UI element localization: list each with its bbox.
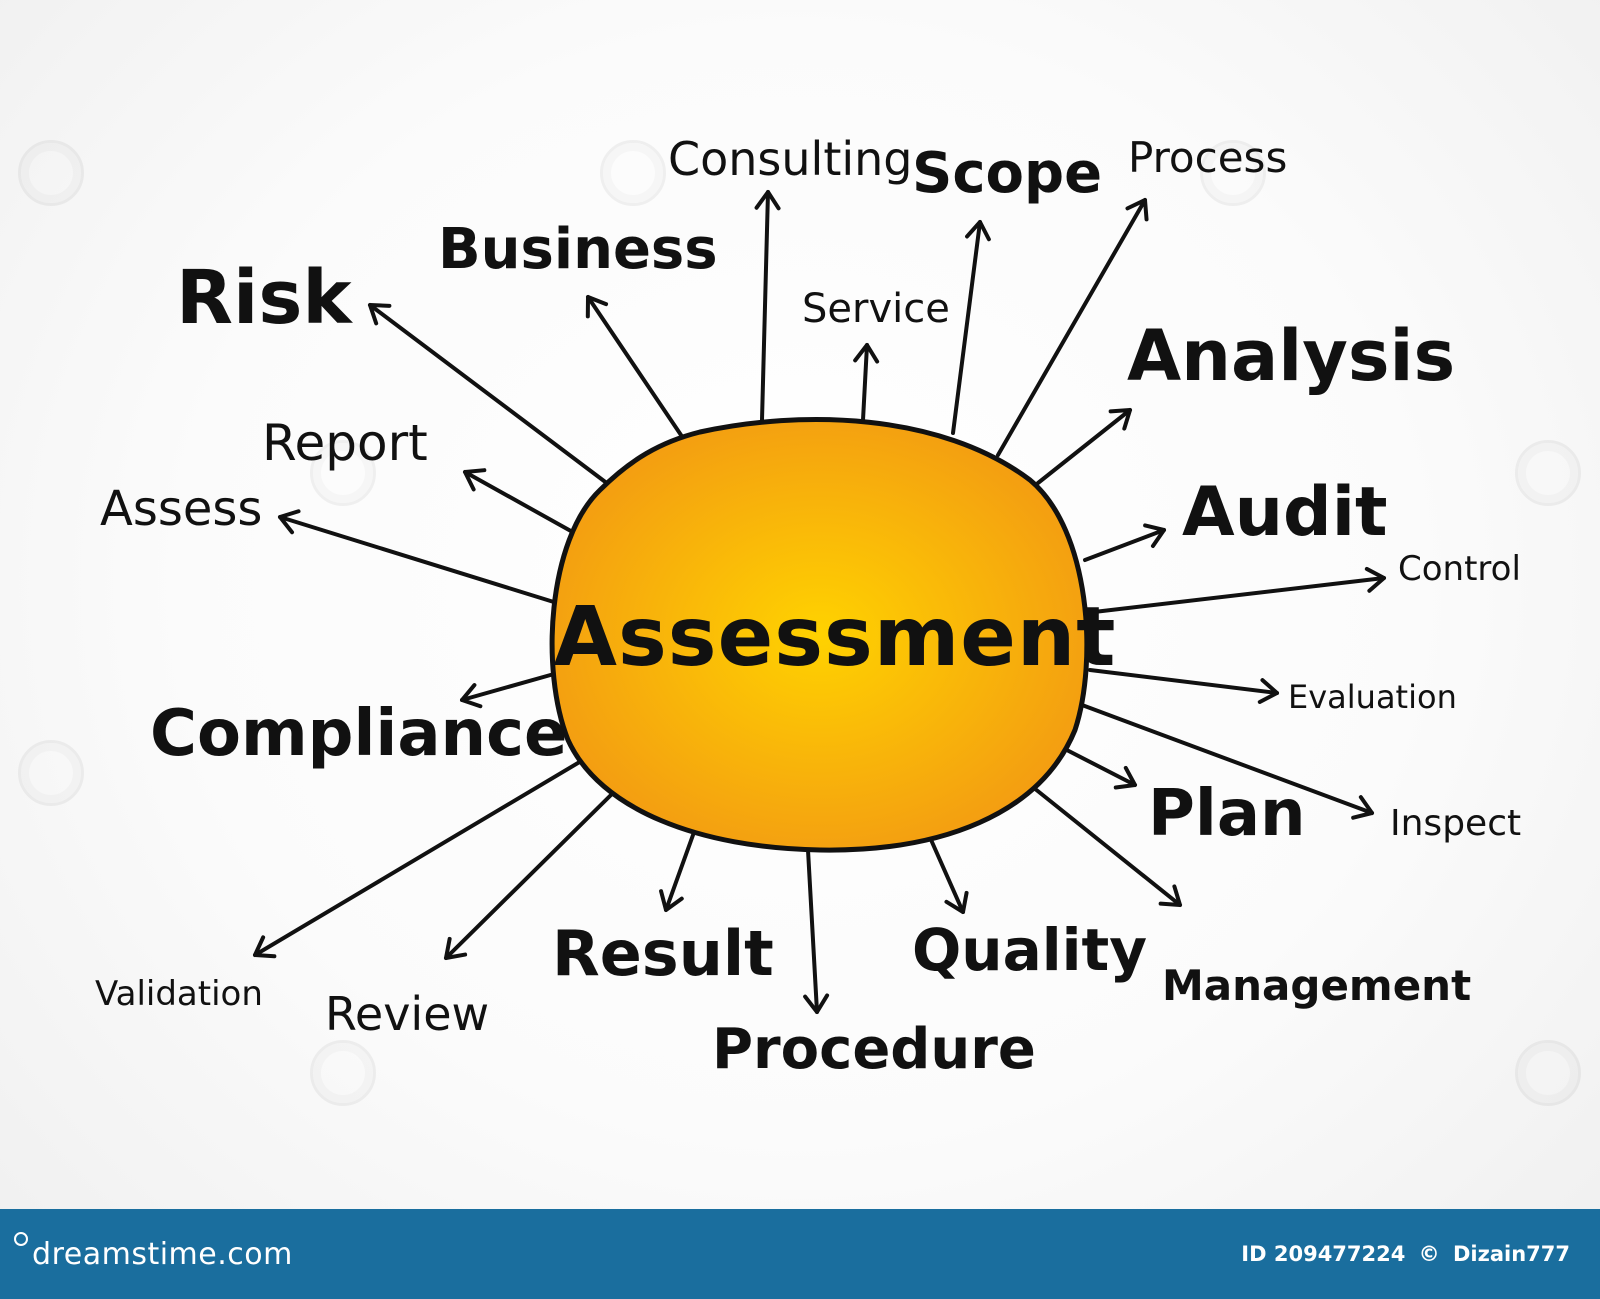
term-report: Report	[262, 414, 428, 472]
arrow-process	[996, 198, 1149, 457]
arrow-compliance	[460, 672, 556, 709]
arrow-consulting	[754, 190, 781, 422]
arrow-audit	[1083, 523, 1166, 562]
central-hub: Assessment	[549, 417, 1117, 853]
arrow-quality	[926, 831, 969, 914]
brand-logo[interactable]: dreamstime.com	[14, 1231, 293, 1272]
author-name[interactable]: Dizain777	[1452, 1242, 1570, 1266]
arrow-procedure	[803, 848, 830, 1014]
copyright-icon: ©	[1418, 1242, 1440, 1266]
brand-text: dreamstime.com	[32, 1236, 293, 1272]
watermark-logo	[18, 140, 84, 206]
term-management: Management	[1162, 961, 1471, 1010]
arrow-service	[853, 343, 880, 422]
term-assess: Assess	[100, 481, 262, 537]
watermark-logo	[1200, 140, 1266, 206]
hub-label: Assessment	[554, 590, 1117, 685]
mind-map: Assessment Risk Business Consulting Scop…	[95, 132, 1521, 1082]
arrow-review	[444, 788, 618, 960]
arrow-scope	[951, 220, 991, 435]
watermark-logo	[310, 440, 376, 506]
watermark-logo	[1515, 440, 1581, 506]
term-risk: Risk	[176, 255, 353, 341]
watermark-logo	[600, 140, 666, 206]
stock-footer-bar: dreamstime.com ID 209477224 © Dizain777	[0, 1209, 1600, 1299]
term-quality: Quality	[912, 916, 1147, 984]
arrow-risk	[368, 303, 614, 489]
term-inspect: Inspect	[1390, 803, 1521, 844]
arrow-evaluation	[1088, 668, 1279, 704]
arrow-result	[659, 833, 695, 912]
term-review: Review	[325, 987, 489, 1041]
arrow-validation	[253, 755, 590, 959]
term-consulting: Consulting	[668, 132, 913, 186]
term-validation: Validation	[95, 974, 263, 1014]
term-analysis: Analysis	[1127, 315, 1455, 397]
term-compliance: Compliance	[150, 697, 567, 771]
swirl-logo-icon	[14, 1231, 28, 1246]
term-process: Process	[1128, 133, 1287, 182]
image-credit: ID 209477224 © Dizain777	[1235, 1242, 1570, 1266]
arrow-inspect	[1080, 703, 1374, 820]
term-evaluation: Evaluation	[1288, 678, 1457, 716]
arrow-report	[463, 468, 580, 537]
term-result: Result	[552, 917, 774, 990]
watermark-logo	[1515, 1040, 1581, 1106]
watermark-logo	[18, 740, 84, 806]
term-plan: Plan	[1148, 777, 1306, 851]
arrow-analysis	[1036, 408, 1132, 485]
arrow-assess	[278, 509, 559, 605]
connector-arrows	[253, 190, 1386, 1014]
image-id: ID 209477224	[1241, 1242, 1406, 1266]
term-service: Service	[802, 286, 950, 332]
term-business: Business	[438, 217, 718, 282]
term-control: Control	[1398, 549, 1521, 589]
hub-bubble	[549, 417, 1090, 853]
term-audit: Audit	[1182, 473, 1388, 552]
term-procedure: Procedure	[712, 1017, 1036, 1082]
arrow-plan	[1057, 744, 1137, 790]
arrow-management	[1022, 778, 1182, 907]
arrow-business	[585, 295, 685, 440]
arrow-control	[1092, 566, 1386, 614]
term-labels: Risk Business Consulting Scope Process S…	[95, 132, 1521, 1082]
watermark-logo	[310, 1040, 376, 1106]
term-scope: Scope	[912, 141, 1102, 206]
